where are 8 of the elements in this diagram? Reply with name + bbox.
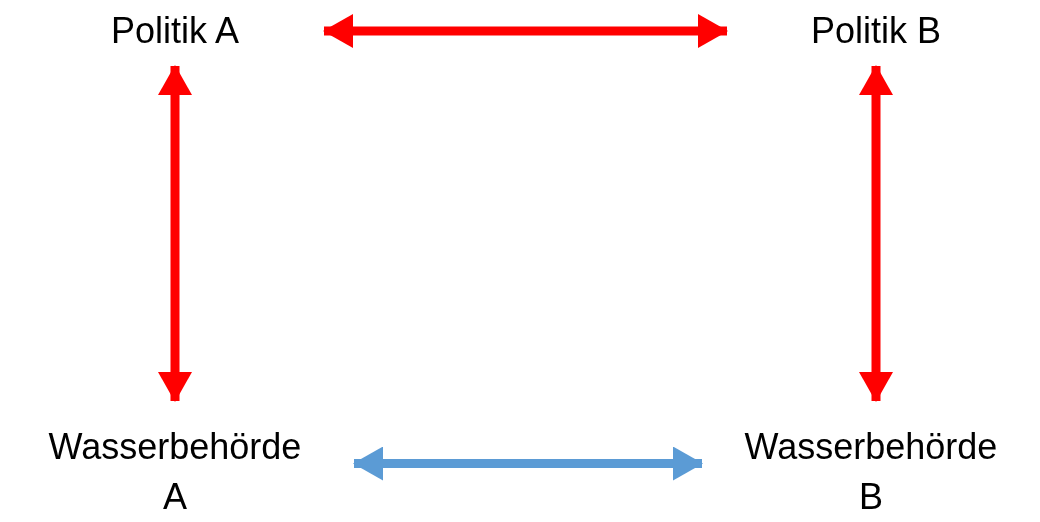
node-label: Politik A bbox=[110, 9, 240, 53]
node-label: Politik B bbox=[810, 9, 941, 53]
double-arrow bbox=[353, 446, 703, 481]
node-label: Wasserbehörde B bbox=[743, 425, 999, 519]
double-arrow bbox=[323, 14, 728, 48]
double-arrow bbox=[859, 65, 893, 402]
double-arrow bbox=[158, 65, 192, 402]
node-label: Wasserbehörde A bbox=[47, 425, 303, 519]
